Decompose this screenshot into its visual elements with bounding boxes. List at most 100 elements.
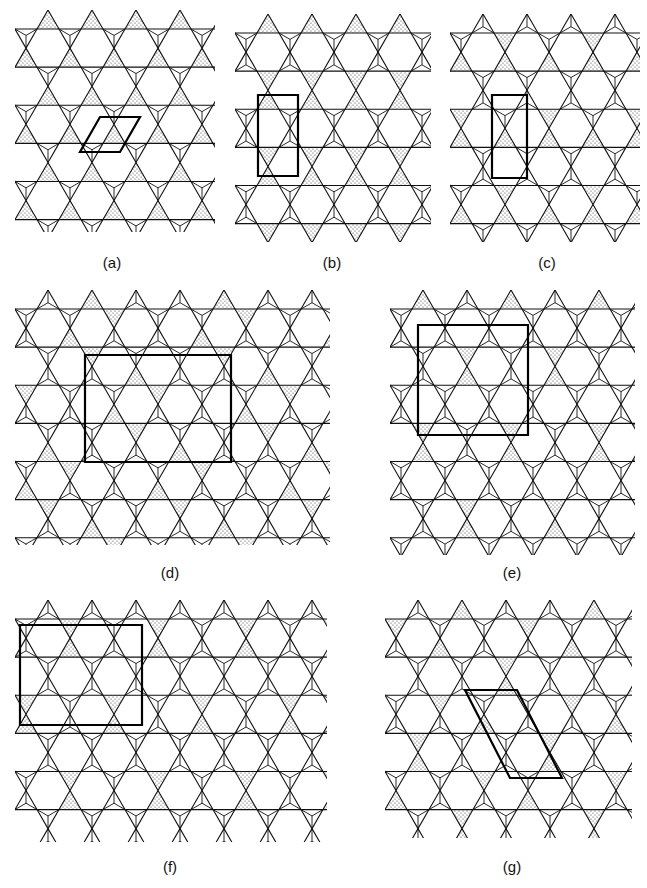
tetrahedron xyxy=(610,309,632,328)
tetrahedron xyxy=(235,404,257,423)
tetrahedron xyxy=(81,519,103,538)
tetrahedron xyxy=(169,366,191,385)
tetrahedron xyxy=(103,619,125,638)
tetrahedron xyxy=(538,52,560,71)
unit-cell xyxy=(80,117,140,152)
tetrahedron xyxy=(191,538,213,545)
tetrahedron xyxy=(367,109,389,128)
tetrahedron xyxy=(434,385,456,404)
tetrahedron xyxy=(566,461,588,480)
tetrahedron xyxy=(169,810,191,829)
tetrahedron xyxy=(473,638,495,657)
tetrahedron xyxy=(456,500,478,519)
tetrahedron xyxy=(561,695,583,714)
tetrahedron xyxy=(191,181,213,200)
tetrahedron xyxy=(494,128,516,147)
tetrahedron xyxy=(494,52,516,71)
kagome-net xyxy=(450,14,640,242)
tetrahedron xyxy=(235,461,257,480)
tetrahedron xyxy=(257,423,279,442)
tetrahedron xyxy=(213,500,235,519)
kagome-net xyxy=(235,14,431,242)
tetrahedron xyxy=(37,347,59,366)
tetrahedron xyxy=(257,290,279,309)
tetrahedron xyxy=(478,481,500,500)
tetrahedron xyxy=(450,52,472,71)
tetrahedron xyxy=(147,105,169,124)
tetrahedron xyxy=(147,181,169,200)
tetrahedron xyxy=(81,67,103,86)
tetrahedron xyxy=(15,404,37,423)
tetrahedron xyxy=(213,10,215,29)
panel-label: (c) xyxy=(536,254,558,271)
tetrahedron xyxy=(169,162,191,181)
tetrahedron xyxy=(81,657,103,676)
unit-cell xyxy=(465,690,562,778)
tetrahedron xyxy=(279,309,301,328)
tetrahedron xyxy=(367,185,389,204)
tetrahedron xyxy=(81,290,103,309)
tetrahedron xyxy=(566,481,588,500)
tetrahedron xyxy=(583,733,605,752)
tetrahedron xyxy=(301,71,323,90)
tetrahedron xyxy=(125,67,147,86)
panel-label: (f) xyxy=(161,858,179,875)
tetrahedron xyxy=(81,733,103,752)
tetrahedron xyxy=(434,481,456,500)
tetrahedron xyxy=(37,500,59,519)
tetrahedron xyxy=(516,14,538,33)
tetrahedron xyxy=(169,752,191,771)
tetrahedron xyxy=(301,500,323,519)
tetrahedron xyxy=(235,109,257,128)
tetrahedron xyxy=(390,404,412,423)
tetrahedron xyxy=(544,519,566,538)
tetrahedron xyxy=(582,109,604,128)
tetrahedron xyxy=(323,714,327,733)
tetrahedron xyxy=(169,347,191,366)
tetrahedron xyxy=(412,519,434,538)
tetrahedron xyxy=(389,224,411,242)
tetrahedron xyxy=(494,109,516,128)
tetrahedron xyxy=(610,461,632,480)
tetrahedron xyxy=(37,733,59,752)
tetrahedron xyxy=(627,600,632,619)
tetrahedron xyxy=(213,10,215,11)
tetrahedron xyxy=(390,328,412,347)
tetrahedron xyxy=(560,147,582,166)
tetrahedron xyxy=(103,695,125,714)
tetrahedron xyxy=(279,481,301,500)
tetrahedron xyxy=(522,538,544,555)
tetrahedron xyxy=(191,309,213,328)
tetrahedron xyxy=(59,714,81,733)
tetrahedron xyxy=(169,676,191,695)
tetrahedron xyxy=(582,128,604,147)
tetrahedron xyxy=(213,752,235,771)
tetrahedron xyxy=(235,328,257,347)
tetrahedron xyxy=(604,14,626,33)
tetrahedron xyxy=(627,829,632,838)
tetrahedron xyxy=(604,90,626,109)
tetrahedron xyxy=(59,124,81,143)
tetrahedron xyxy=(257,500,279,519)
tetrahedron xyxy=(59,791,81,810)
tetrahedron xyxy=(301,829,323,842)
tetrahedron xyxy=(257,810,279,829)
tetrahedron xyxy=(450,109,472,128)
tetrahedron xyxy=(235,205,257,224)
tetrahedron xyxy=(517,619,539,638)
tetrahedron xyxy=(412,347,434,366)
tetrahedron xyxy=(610,404,632,423)
tetrahedron xyxy=(81,162,103,181)
tetrahedron xyxy=(478,538,500,555)
tetrahedron xyxy=(15,771,37,790)
tetrahedron xyxy=(125,676,147,695)
tetrahedron xyxy=(15,538,37,545)
kagome-net xyxy=(390,290,635,555)
tetrahedron xyxy=(15,461,37,480)
unit-cell xyxy=(20,625,142,725)
tetrahedron xyxy=(605,771,627,790)
tetrahedron xyxy=(626,33,640,52)
tetrahedron xyxy=(279,695,301,714)
tetrahedron xyxy=(191,638,213,657)
tetrahedron xyxy=(103,385,125,404)
